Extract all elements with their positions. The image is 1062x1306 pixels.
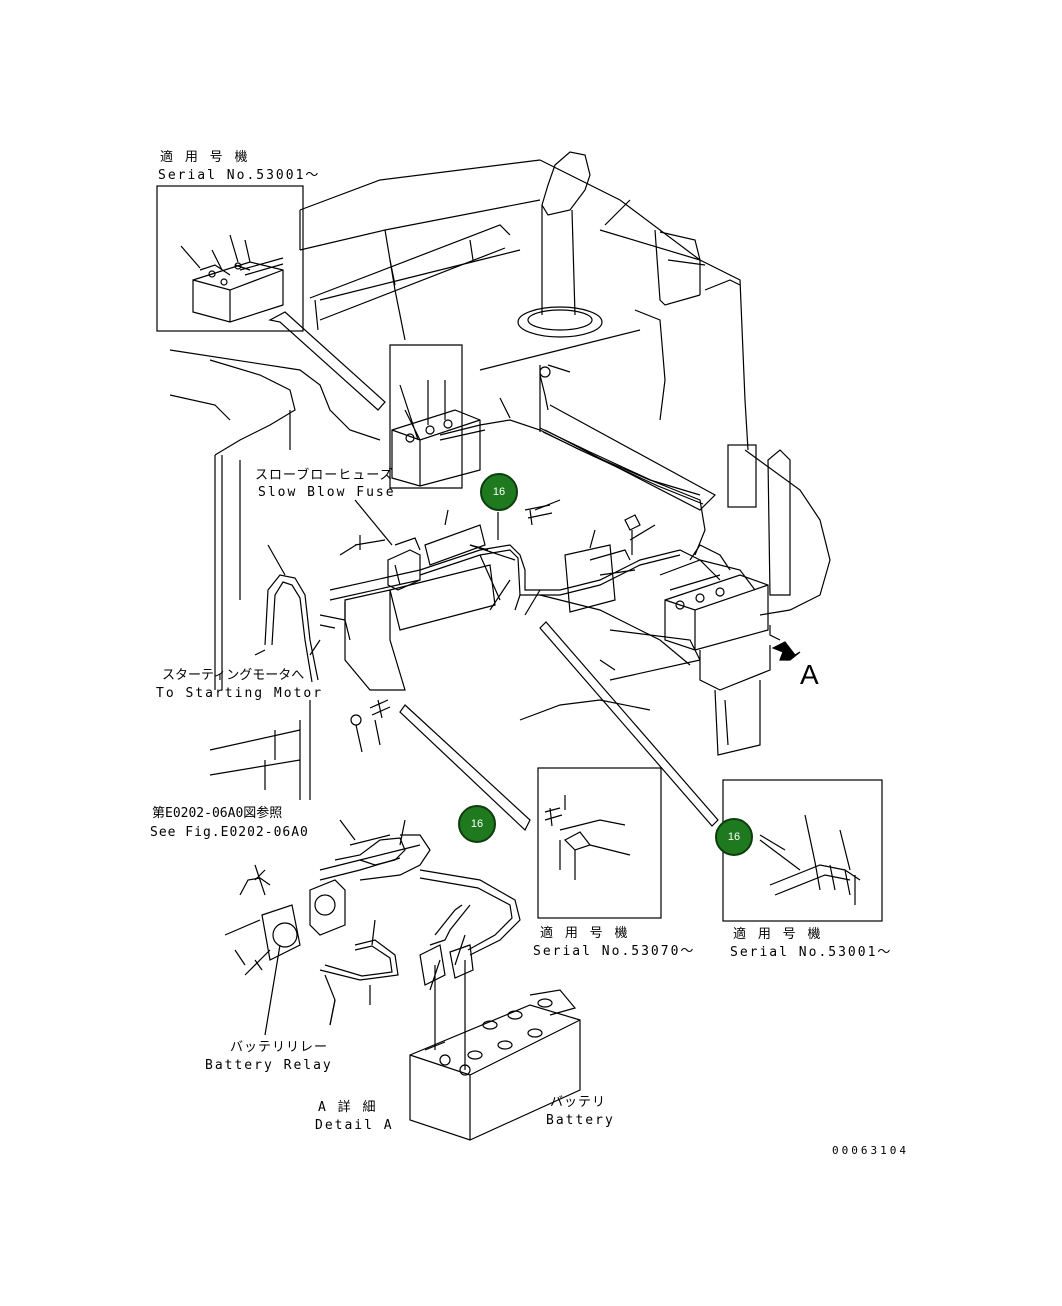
view-a-arrow: [771, 641, 801, 661]
inset-c-cable: [759, 814, 861, 905]
inset-b-clamp: [544, 795, 631, 880]
detail-a-relay: [234, 834, 521, 1026]
brackets: [319, 544, 636, 691]
document-number: 00063104: [832, 1144, 909, 1157]
starting-motor-label-en: To Starting Motor: [156, 686, 324, 701]
starting-motor-label-jp: スターティングモータへ: [162, 668, 305, 683]
callout-16-inset-c[interactable]: 16: [715, 818, 753, 856]
arrow-to-inset-a: [268, 311, 386, 411]
battery-relay-label-en: Battery Relay: [205, 1058, 333, 1073]
slow-blow-fuse-label-en: Slow Blow Fuse: [258, 485, 396, 500]
serial-a-label-jp: 適 用 号 機: [160, 150, 250, 165]
inset-box-serial-a: [156, 185, 304, 332]
serial-b-label-en: Serial No.53070～: [533, 944, 696, 959]
leader-lines: [224, 364, 786, 1036]
inset-box-serial-b: [537, 767, 662, 919]
slow-blow-fuse: [354, 499, 486, 591]
machine-body: [169, 159, 831, 800]
callout-16-upper[interactable]: 16: [480, 473, 518, 511]
main-battery: [409, 944, 581, 1141]
serial-b-label-jp: 適 用 号 機: [540, 926, 630, 941]
bolts: [350, 504, 641, 753]
slow-blow-fuse-label-jp: スローブローヒューズ: [255, 468, 394, 483]
detail-a-label-jp: A 詳 細: [318, 1100, 378, 1115]
cable-harness: [419, 365, 721, 611]
battery-label-jp: バッテリ: [550, 1095, 607, 1110]
detail-a-label-en: Detail A: [315, 1118, 394, 1133]
serial-a-label-en: Serial No.53001～: [158, 168, 321, 183]
arrow-to-inset-b: [399, 704, 531, 831]
handrails: [309, 224, 791, 596]
serial-c-label-jp: 適 用 号 機: [733, 927, 823, 942]
exhaust-stack: [517, 151, 603, 338]
view-a-letter: A: [800, 659, 821, 690]
see-figure-label-jp: 第E0202-06A0図参照: [152, 806, 283, 821]
right-battery: [659, 544, 781, 756]
starting-motor-cable: [254, 544, 319, 683]
battery-label-en: Battery: [546, 1113, 615, 1128]
battery-relay-label-jp: バッテリリレー: [230, 1040, 329, 1055]
callout-16-detail-a[interactable]: 16: [458, 805, 496, 843]
serial-c-label-en: Serial No.53001～: [730, 945, 893, 960]
inset-a-battery: [180, 234, 284, 323]
arrow-to-inset-c: [539, 621, 719, 827]
see-figure-label-en: See Fig.E0202-06A0: [150, 825, 309, 840]
